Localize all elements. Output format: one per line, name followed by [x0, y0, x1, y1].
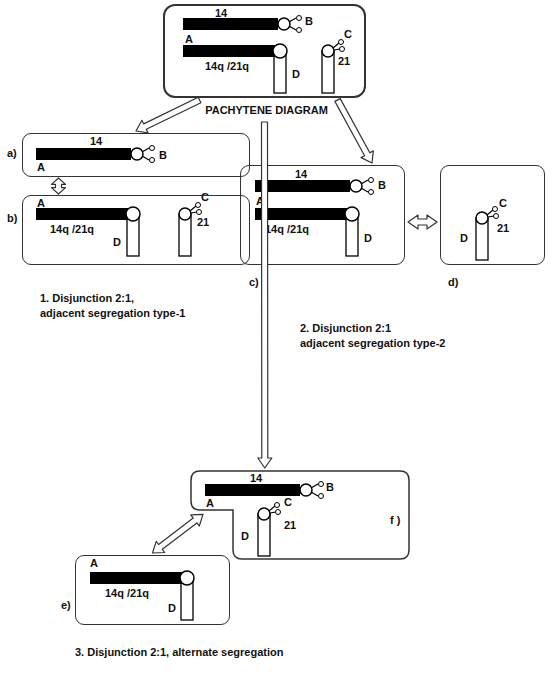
- chromosome-14: [36, 146, 155, 163]
- chromosome-label: 21: [338, 55, 350, 67]
- chromosome-14q21q: [255, 207, 359, 256]
- chromosome-14: [183, 16, 302, 33]
- arm-label: D: [168, 602, 176, 614]
- gamete-box: f ): [190, 470, 410, 560]
- chromosome-label: 21: [197, 216, 209, 228]
- panel-letter: a): [7, 147, 17, 160]
- gamete-box: a): [22, 133, 250, 177]
- chromosome-label: 14q /21q: [105, 587, 149, 599]
- panel-letter: f ): [390, 514, 400, 527]
- segregation-arrow: [52, 178, 66, 194]
- arm-label: C: [344, 28, 352, 40]
- arm-label: C: [201, 191, 209, 203]
- chromosome-14: [205, 482, 324, 499]
- arm-label: B: [159, 149, 167, 161]
- segregation-arrow: [136, 97, 201, 133]
- arm-label: D: [460, 232, 468, 244]
- chromosome-label: 14: [250, 472, 262, 484]
- panel-letter: c): [249, 276, 259, 289]
- chromosome-label: 14: [90, 135, 102, 147]
- arm-label: B: [326, 481, 334, 493]
- panel-letter: e): [61, 599, 71, 612]
- segregation-arrow: [408, 215, 437, 229]
- arm-label: D: [364, 232, 372, 244]
- segregation-arrow: [335, 99, 373, 163]
- arm-label: C: [499, 197, 507, 209]
- chromosome-label: 14: [295, 168, 307, 180]
- arm-label: B: [305, 15, 313, 27]
- chromosome-label: 21: [497, 222, 509, 234]
- caption-text: 1. Disjunction 2:1, adjacent segregation…: [40, 291, 186, 321]
- segregation-arrow: [153, 514, 204, 553]
- caption-text: 3. Disjunction 2:1, alternate segregatio…: [75, 645, 283, 660]
- gamete-box: e): [75, 555, 230, 625]
- chromosome-label: 14q /21q: [265, 223, 309, 235]
- chromosome-14q21q: [90, 571, 194, 620]
- box-outline-path: [191, 471, 409, 559]
- arm-label: C: [284, 496, 292, 508]
- chromosome-label: 14q /21q: [50, 223, 94, 235]
- arm-label: A: [206, 497, 214, 509]
- arm-label: D: [292, 68, 300, 80]
- chromosome-14q21q: [36, 207, 140, 256]
- panel-letter: b): [7, 212, 17, 225]
- chromosome-label: 14q /21q: [205, 60, 249, 72]
- chromosome-21: [476, 207, 499, 261]
- arm-label: A: [37, 161, 45, 173]
- arm-label: A: [185, 33, 193, 45]
- arm-label: D: [241, 530, 249, 542]
- segregation-arrow: [258, 122, 272, 468]
- panel-letter: d): [448, 276, 458, 289]
- chromosome-14q21q: [183, 44, 287, 93]
- caption-text: 2. Disjunction 2:1 adjacent segregation …: [300, 321, 446, 351]
- chromosome-21: [179, 203, 202, 257]
- diagram-heading: PACHYTENE DIAGRAM: [165, 104, 368, 117]
- chromosome-21: [258, 503, 281, 557]
- chromosome-label: 14: [215, 7, 227, 19]
- chromosome-label: 21: [284, 519, 296, 531]
- arm-label: A: [256, 195, 264, 207]
- gamete-box: d): [440, 165, 545, 265]
- arm-label: B: [378, 179, 386, 191]
- arm-label: A: [90, 557, 98, 569]
- box-outline: [190, 470, 410, 560]
- arm-label: D: [113, 236, 121, 248]
- pachytene-box: PACHYTENE DIAGRAM: [163, 4, 366, 98]
- chromosome-14: [255, 178, 374, 195]
- arm-label: A: [37, 197, 45, 209]
